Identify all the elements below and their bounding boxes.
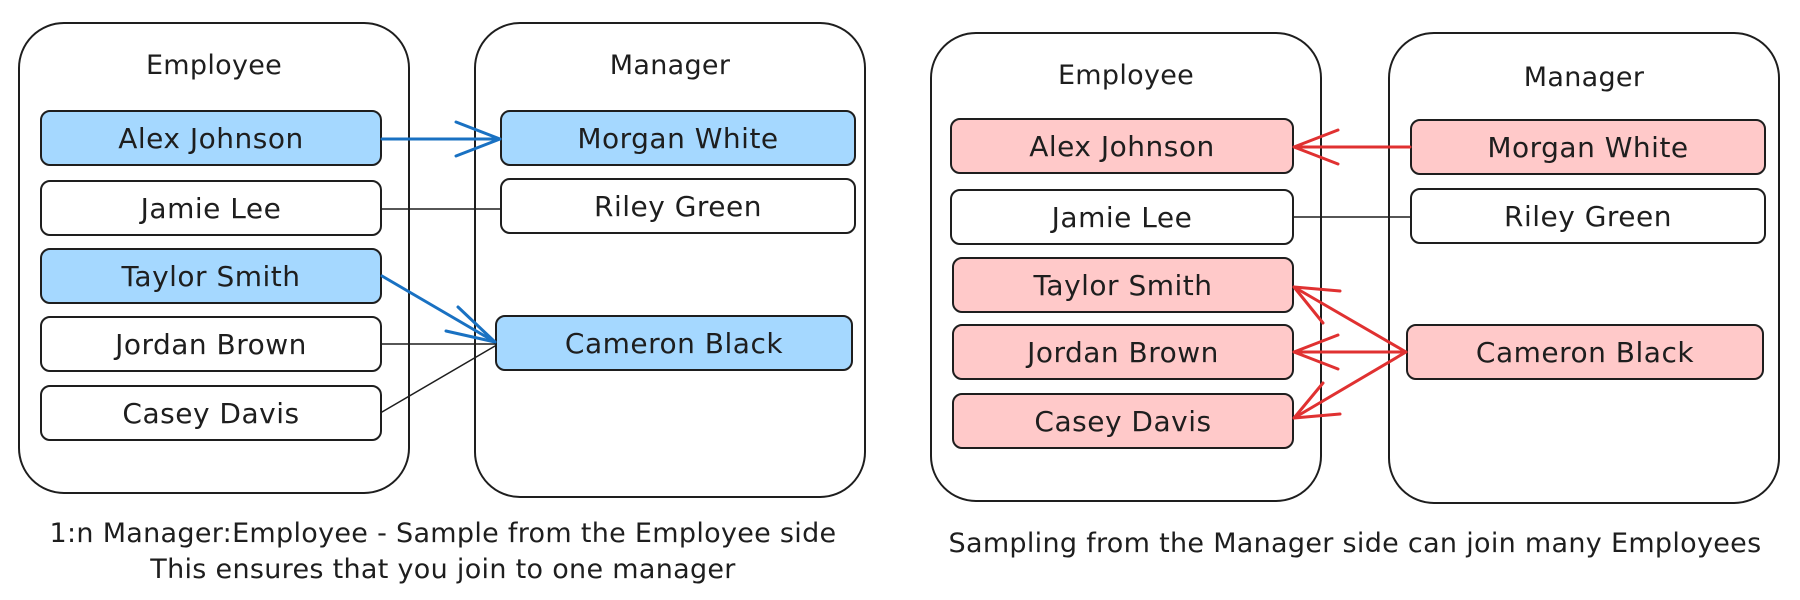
right-manager-cameron-black: Cameron Black xyxy=(1406,324,1764,380)
right-arrow-cameron-to-taylor xyxy=(1292,285,1408,354)
right-caption: Sampling from the Manager side can join … xyxy=(948,528,1762,559)
right-manager-morgan-white: Morgan White xyxy=(1410,119,1766,175)
right-employee-heading: Employee xyxy=(1057,60,1195,91)
left-line-casey-to-cameron xyxy=(381,345,496,413)
left-arrow-alex-to-morgan xyxy=(380,120,502,158)
right-arrow-cameron-to-jordan xyxy=(1292,333,1408,371)
right-employee-jamie-lee: Jamie Lee xyxy=(950,189,1294,245)
left-manager-heading: Manager xyxy=(609,50,731,81)
left-employee-taylor-smith: Taylor Smith xyxy=(40,248,382,304)
right-manager-riley-green: Riley Green xyxy=(1410,188,1766,244)
left-caption-line-1: 1:n Manager:Employee - Sample from the E… xyxy=(49,518,837,549)
right-employee-jordan-brown: Jordan Brown xyxy=(952,324,1294,380)
left-employee-casey-davis: Casey Davis xyxy=(40,385,382,441)
right-employee-alex-johnson: Alex Johnson xyxy=(950,118,1294,174)
right-employee-casey-davis: Casey Davis xyxy=(952,393,1294,449)
left-manager-riley-green: Riley Green xyxy=(500,178,856,234)
left-manager-morgan-white: Morgan White xyxy=(500,110,856,166)
left-caption: 1:n Manager:Employee - Sample from the E… xyxy=(18,516,868,588)
left-employee-heading: Employee xyxy=(145,50,283,81)
right-manager-panel xyxy=(1388,32,1780,504)
left-employee-alex-johnson: Alex Johnson xyxy=(40,110,382,166)
left-employee-jamie-lee: Jamie Lee xyxy=(40,180,382,236)
left-employee-jordan-brown: Jordan Brown xyxy=(40,316,382,372)
right-arrow-cameron-to-casey xyxy=(1292,350,1408,420)
right-arrow-morgan-to-alex xyxy=(1292,128,1412,166)
left-caption-line-2: This ensures that you join to one manage… xyxy=(150,554,736,585)
right-employee-taylor-smith: Taylor Smith xyxy=(952,257,1294,313)
right-manager-heading: Manager xyxy=(1523,62,1645,93)
left-arrow-taylor-to-cameron xyxy=(380,274,497,344)
left-manager-panel xyxy=(474,22,866,498)
